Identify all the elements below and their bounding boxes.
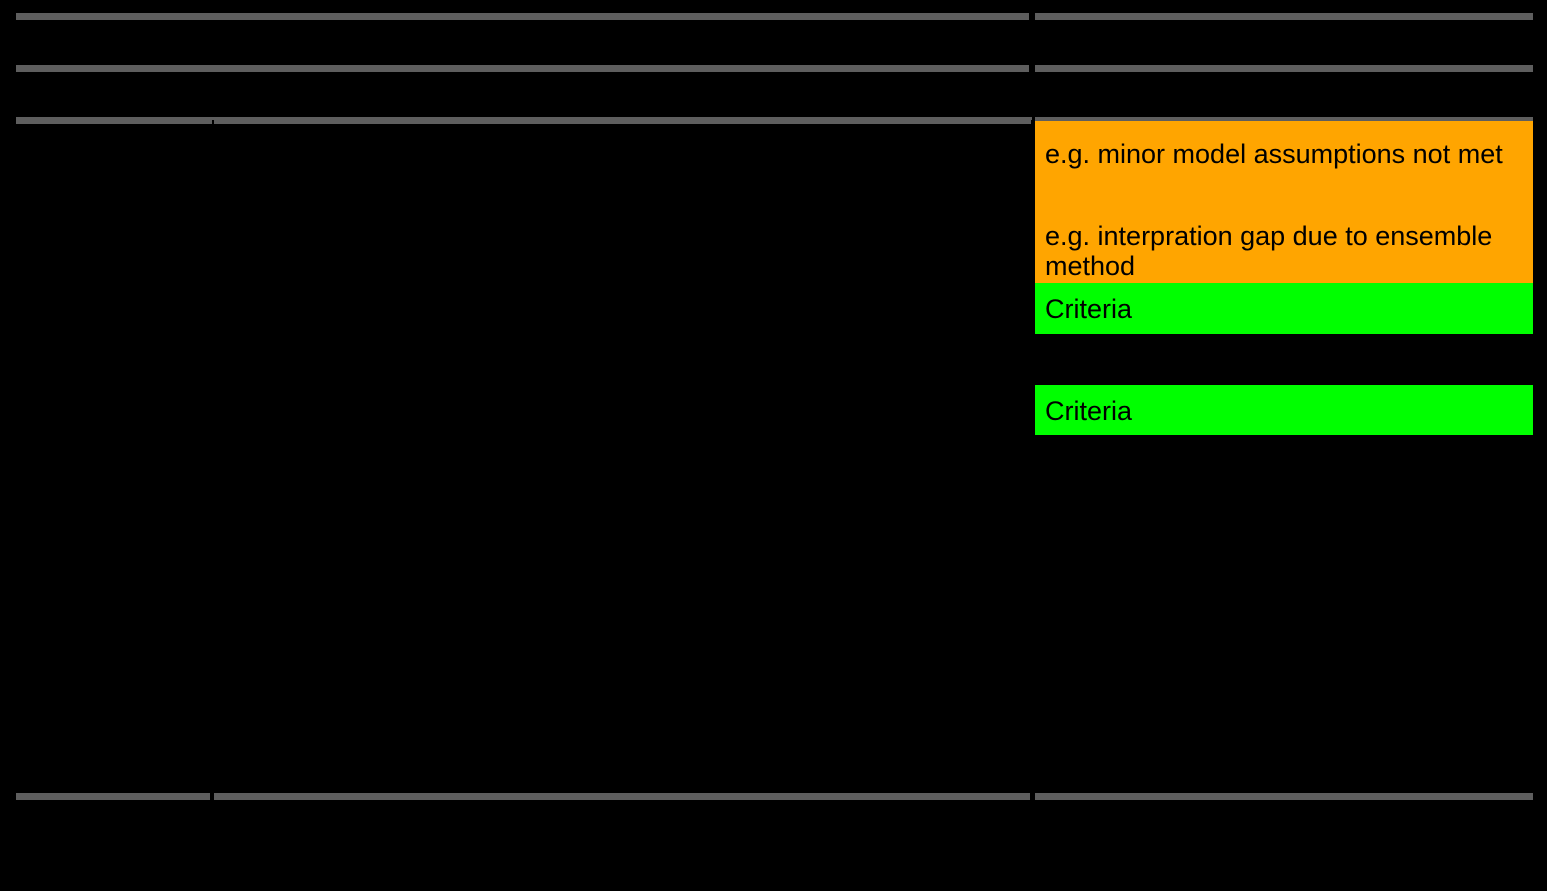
rule-second-left-segment [16, 65, 1029, 72]
table-cell-subheader-right [1040, 76, 1528, 112]
table-body-column-right [1040, 445, 1528, 788]
rule-bottom-left-segment [16, 793, 210, 800]
criteria-box-1-label: Criteria [1045, 294, 1133, 324]
column-divider-left [212, 120, 214, 795]
rule-bottom-middle-segment [214, 793, 1030, 800]
rule-second-right-segment [1035, 65, 1533, 72]
column-divider-right [1031, 120, 1033, 795]
table-cell-header-left [20, 24, 1020, 60]
rule-top-left-segment [16, 13, 1029, 20]
criteria-box-1[interactable]: Criteria [1033, 283, 1533, 334]
table-body-column-left [20, 128, 206, 788]
table-cell-header-right [1040, 24, 1528, 60]
table-cell-subheader-left [20, 76, 1020, 112]
orange-annotation-item-2: e.g. interpration gap due to ensemble me… [1045, 221, 1500, 281]
rule-top-right-segment [1035, 13, 1533, 20]
criteria-box-2[interactable]: Criteria [1033, 385, 1533, 435]
rule-bottom-right-segment [1035, 793, 1533, 800]
rule-third-right-segment [1035, 117, 1533, 124]
criteria-box-2-label: Criteria [1045, 396, 1133, 426]
orange-annotation-item-1: e.g. minor model assumptions not met [1045, 139, 1503, 169]
rule-third-left-segment [16, 117, 1032, 124]
orange-annotation-box[interactable]: e.g. minor model assumptions not met e.g… [1033, 121, 1533, 283]
table-body-column-middle [220, 128, 1025, 788]
table-footer-region [16, 802, 1533, 887]
